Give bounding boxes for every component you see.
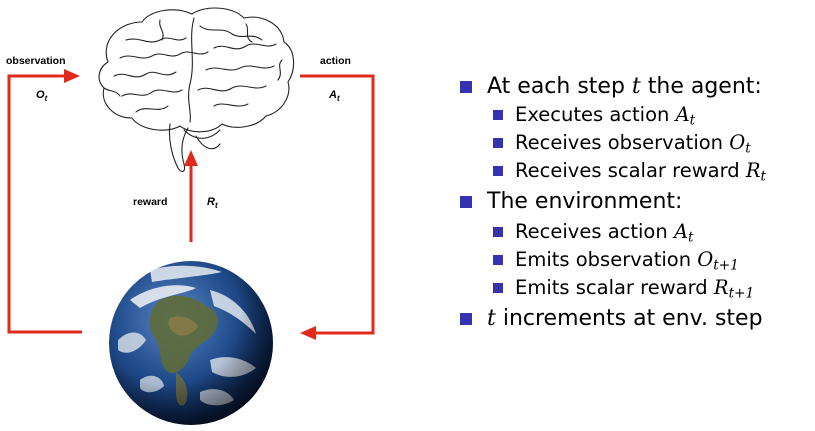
action-label: action [320,55,351,67]
bullet-receives-reward: Receives scalar reward Rt [460,157,810,185]
bullet-square-icon [493,283,503,293]
bullet-env-emits-observation: Emits observation Ot+1 [460,246,810,274]
bullet-receives-observation: Receives observation Ot [460,129,810,157]
bullet-env-receives-action: Receives action At [460,218,810,246]
observation-arrow [7,74,82,334]
bullet-square-icon [460,196,472,208]
observation-arrowhead [64,69,80,83]
bullet-environment: The environment: [460,187,810,216]
bullet-square-icon [460,313,472,325]
observation-symbol: Ot [36,89,48,103]
bullet-square-icon [460,81,472,93]
bullet-agent-step: At each step t the agent: [460,72,810,101]
bullet-square-icon [493,138,503,148]
bullet-executes-action: Executes action At [460,101,810,129]
action-symbol: At [328,89,340,103]
bullet-t-increments: t increments at env. step [460,304,810,333]
agent-environment-diagram: observation Ot action At reward Rt [6,7,375,425]
bullet-square-icon [493,255,503,265]
reward-symbol: Rt [207,196,218,210]
action-arrowhead [300,326,316,340]
bullet-list: At each step t the agent: Executes actio… [460,72,810,333]
action-arrow [300,74,375,335]
earth-globe-icon [109,261,273,425]
arrows [7,74,375,335]
bullet-square-icon [493,110,503,120]
bullet-env-emits-reward: Emits scalar reward Rt+1 [460,274,810,302]
reward-label: reward [133,196,167,208]
brain-icon [98,7,295,173]
reward-arrowhead [184,150,198,166]
bullet-square-icon [493,166,503,176]
observation-label: observation [6,55,66,67]
bullet-square-icon [493,227,503,237]
